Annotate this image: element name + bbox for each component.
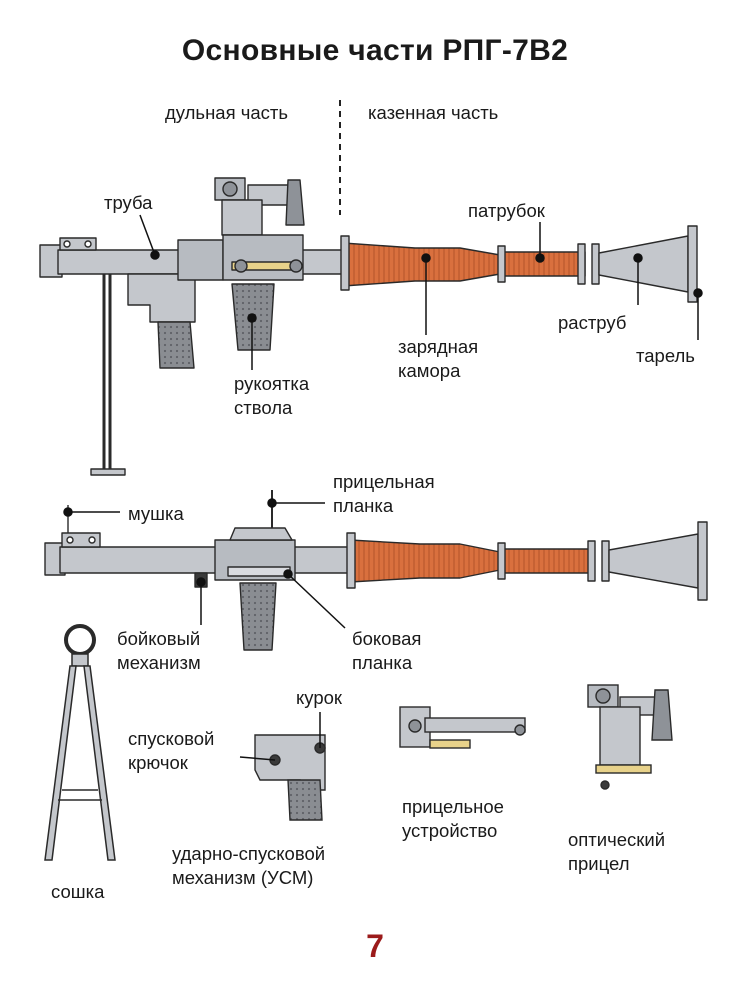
label-soshka: сошка: [51, 881, 105, 902]
usm-part: [254, 734, 326, 821]
label-rastrub: раструб: [558, 312, 627, 333]
label-muzzle-section: дульная часть: [165, 102, 289, 123]
leader-kryuchok: [239, 756, 276, 761]
bipod-attached: [90, 270, 126, 476]
label-kurok: курок: [296, 687, 343, 708]
leader-rastrub: [633, 253, 643, 305]
rpg-top-view: [39, 177, 698, 476]
label-zaryadnaya-kamora: зарядная камора: [398, 336, 479, 381]
label-truba: труба: [104, 192, 153, 213]
label-mushka: мушка: [128, 503, 184, 524]
leader-boykovy: [196, 577, 206, 625]
leader-planka: [267, 498, 325, 508]
label-spuskovoy-kryuchok: спусковой крючок: [128, 728, 215, 773]
label-opticheskiy-pricel: оптический прицел: [568, 829, 666, 874]
leader-bokovaya: [283, 569, 346, 629]
leader-mushka: [63, 507, 120, 517]
page-number: 7: [366, 928, 384, 964]
label-breech-section: казенная часть: [368, 102, 499, 123]
leader-tarel: [693, 288, 703, 340]
bipod-part: [44, 624, 116, 861]
optic-on-top: [214, 177, 305, 236]
label-usm: ударно-спусковой механизм (УСМ): [172, 843, 326, 888]
label-patrubok: патрубок: [468, 200, 545, 221]
label-rukoyatka-stvola: рукоятка ствола: [234, 373, 310, 418]
label-pricelnaya-planka: прицельная планка: [333, 471, 435, 516]
label-tarel: тарель: [636, 345, 695, 366]
page-title: Основные части РПГ-7В2: [181, 34, 569, 67]
label-boykovy-mekhanizm: бойковый механизм: [117, 628, 201, 673]
label-bokovaya-planka: боковая планка: [352, 628, 422, 673]
optical-sight-part: [587, 684, 673, 790]
leader-patrubok: [535, 222, 545, 263]
leader-rukoyatka: [247, 313, 257, 370]
leader-truba: [139, 214, 160, 260]
label-pricelnoe-ustroystvo: прицельное устройство: [402, 796, 504, 841]
sight-device-part: [399, 706, 526, 749]
rpg-side-view: [44, 490, 708, 651]
leader-kamora: [421, 253, 431, 335]
